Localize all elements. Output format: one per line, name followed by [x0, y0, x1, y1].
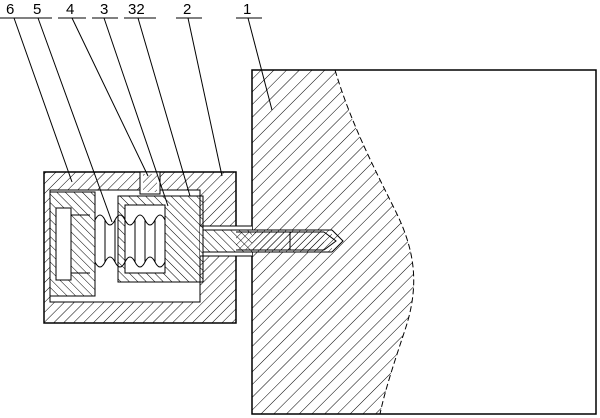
end-plug-part-6 [49, 191, 96, 297]
part-labels: 6 5 4 3 32 2 1 [6, 1, 251, 18]
label-1: 1 [243, 1, 251, 18]
label-4: 4 [66, 1, 74, 18]
leader-2 [187, 17, 223, 177]
label-2: 2 [183, 1, 191, 18]
label-6: 6 [6, 1, 14, 18]
leader-5 [37, 17, 113, 223]
plunger-part-3 [117, 195, 337, 283]
leader-1 [247, 17, 273, 111]
label-3: 3 [100, 1, 108, 18]
label-5: 5 [33, 1, 41, 18]
top-pin-part-4 [139, 171, 161, 195]
leader-lines [0, 17, 273, 223]
leader-3 [103, 17, 169, 207]
label-32: 32 [128, 1, 145, 18]
leader-6 [13, 17, 73, 183]
leader-32 [137, 17, 191, 197]
leader-4 [71, 17, 149, 177]
